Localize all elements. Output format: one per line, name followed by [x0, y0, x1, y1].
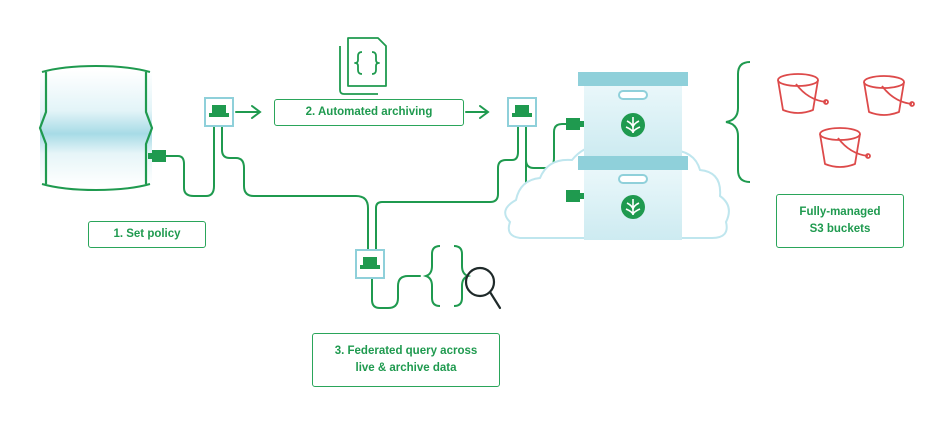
s3-bucket-icon [777, 73, 829, 114]
set-policy-label-container: 1. Set policy [88, 221, 206, 248]
brace-icon [725, 61, 751, 183]
s3-buckets-text-line2: S3 buckets [809, 223, 871, 235]
automated-archiving-label: 2. Automated archiving [274, 99, 464, 126]
automated-archiving-label-container: 2. Automated archiving [274, 99, 464, 126]
database-icon [38, 65, 154, 191]
s3-bucket-icon [819, 127, 871, 168]
plug-connector-icon [204, 97, 234, 127]
archive-box-icon [566, 72, 688, 156]
archive-box-icon [566, 156, 688, 240]
s3-bucket-icon [863, 75, 915, 116]
s3-buckets-label-container: Fully-managed S3 buckets [776, 194, 904, 248]
federated-query-label: 3. Federated query across live & archive… [312, 333, 500, 387]
s3-buckets-label: Fully-managed S3 buckets [776, 194, 904, 248]
federated-query-label-container: 3. Federated query across live & archive… [312, 333, 500, 387]
set-policy-label: 1. Set policy [88, 221, 206, 248]
plug-connector-icon [507, 97, 537, 127]
s3-buckets-text-line1: Fully-managed [799, 206, 881, 218]
set-policy-text: 1. Set policy [113, 228, 181, 240]
federated-query-text-line1: 3. Federated query across [334, 345, 478, 357]
federated-query-text-line2: live & archive data [355, 362, 457, 374]
plug-connector-icon [148, 150, 166, 162]
policy-document-icon [339, 37, 387, 95]
plug-connector-icon [355, 249, 385, 279]
automated-archiving-text: 2. Automated archiving [305, 106, 433, 118]
brace-icon [422, 245, 472, 307]
search-icon [464, 266, 502, 310]
